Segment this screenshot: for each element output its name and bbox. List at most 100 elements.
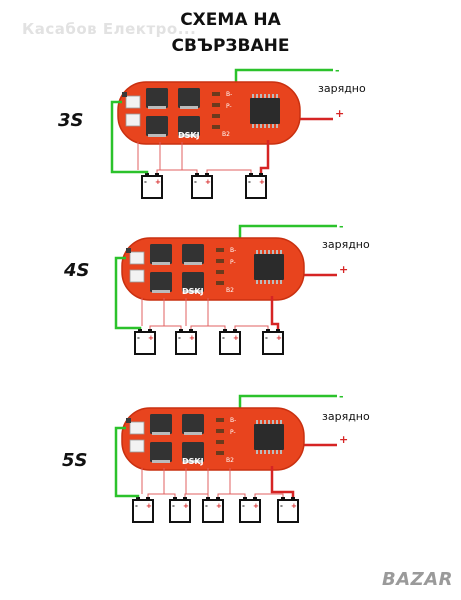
ic-pin [272,250,274,254]
mosfet-chip [182,414,204,434]
battery-cell-2 [175,331,197,355]
battery-terminal-minus [136,497,140,500]
battery-minus-sign: - [280,502,283,510]
battery-minus-sign: - [205,502,208,510]
battery-plus-sign: + [205,178,211,186]
mosfet-leads [180,134,198,137]
battery-terminal-minus [173,497,177,500]
battery-minus-sign: - [135,502,138,510]
battery-plus-sign: + [291,502,297,510]
charger-label: зарядно [322,410,370,423]
ic-pin [256,124,258,128]
mosfet-leads [152,460,170,463]
ic-pin [272,280,274,284]
ic-pin [268,94,270,98]
solder-pad [129,251,145,265]
ic-pin [256,450,258,454]
battery-terminal-minus [206,497,210,500]
ic-pin [276,124,278,128]
ic-pin [264,250,266,254]
ic-pin [256,280,258,284]
mosfet-chip [146,88,168,108]
solder-pad [125,95,141,109]
series-link [156,169,198,173]
charger-minus-sign: - [339,220,344,233]
battery-minus-sign: - [194,178,197,186]
mosfet-chip [150,442,172,462]
charger-plus-sign: + [339,433,348,446]
series-link [149,325,182,329]
battery-cell-3 [245,175,267,199]
battery-plus-sign: + [155,178,161,186]
series-link [206,169,252,173]
ic-pin [260,94,262,98]
diagram-title-line-1: СХЕМА НА [180,10,281,30]
diagram-title-line-2: СВЪРЗВАНЕ [171,36,290,56]
mosfet-leads [148,106,166,109]
series-link [147,493,176,497]
charger-plus-sign: + [339,263,348,276]
battery-cell-1 [132,499,154,523]
ic-pin [268,250,270,254]
smd-resistor [216,429,224,433]
ic-pin [260,250,262,254]
ic-pin [268,280,270,284]
battery-minus-sign: - [137,334,140,342]
battery-cell-2 [169,499,191,523]
ic-pin [252,94,254,98]
mosfet-chip [150,244,172,264]
battery-terminal-plus [189,329,193,332]
ic-pin [260,450,262,454]
config-label-5s: 5S [62,450,88,471]
battery-terminal-minus [281,497,285,500]
solder-pad [129,269,145,283]
ic-pin [280,250,282,254]
pad-label-p-minus: P- [230,429,236,436]
charger-plus-sign: + [335,107,344,120]
ic-pin [272,124,274,128]
battery-minus-sign: - [178,334,181,342]
control-ic [254,424,284,450]
watermark-text: Касабов Електро... [22,20,197,38]
smd-component [126,248,131,253]
pad-label-p-minus: P- [230,259,236,266]
battery-terminal-minus [223,329,227,332]
battery-plus-sign: + [233,334,239,342]
solder-pad [129,439,145,453]
ic-pin [252,124,254,128]
mosfet-leads [148,134,166,137]
mosfet-leads [184,460,202,463]
battery-plus-sign: + [259,178,265,186]
mosfet-chip [150,272,172,292]
solder-pad [129,421,145,435]
smd-resistor [216,440,224,444]
ic-pin [272,420,274,424]
series-link [254,493,284,497]
battery-plus-sign: + [276,334,282,342]
battery-plus-sign: + [183,502,189,510]
battery-terminal-plus [216,497,220,500]
battery-terminal-plus [205,173,209,176]
ic-pin [272,94,274,98]
ic-pin [268,450,270,454]
smd-resistor [216,281,224,285]
battery-cell-1 [134,331,156,355]
battery-cell-3 [219,331,241,355]
mosfet-chip [182,244,204,264]
smd-resistor [216,248,224,252]
ic-pin [264,280,266,284]
battery-terminal-minus [249,173,253,176]
ic-pin [256,250,258,254]
battery-terminal-plus [148,329,152,332]
ic-pin [264,94,266,98]
ic-pin [256,94,258,98]
mosfet-chip [150,414,172,434]
battery-terminal-minus [145,173,149,176]
config-label-4s: 4S [64,260,90,281]
battery-minus-sign: - [248,178,251,186]
battery-terminal-plus [155,173,159,176]
battery-cell-5 [277,499,299,523]
silkscreen-brand: DSKJ [182,287,204,296]
smd-resistor [212,103,220,107]
